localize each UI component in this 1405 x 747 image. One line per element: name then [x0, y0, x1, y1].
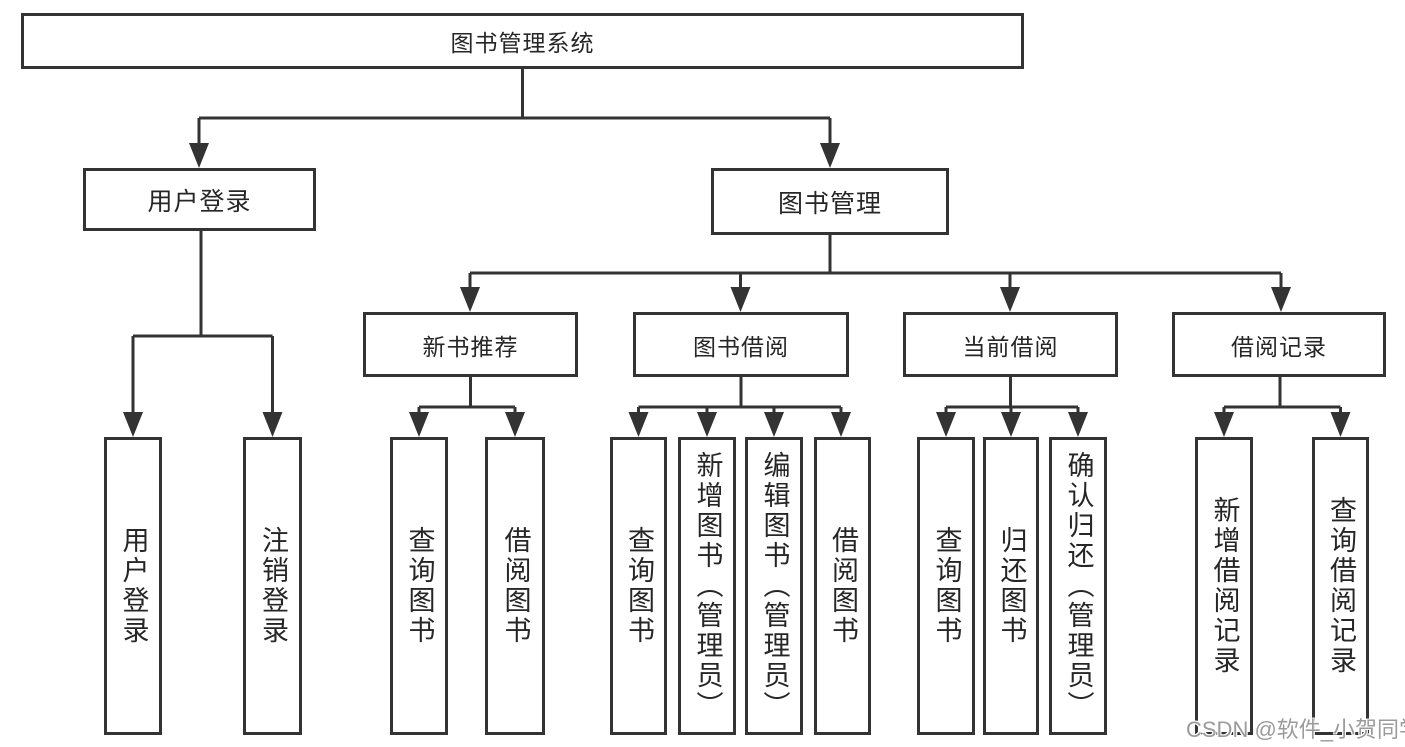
arrowhead-icon: [262, 412, 283, 437]
arrowhead-icon: [628, 412, 649, 437]
leaf-add-book-admin: 新增图书（管理员）: [678, 437, 736, 735]
leaf-return-books: 归还图书: [983, 437, 1039, 735]
leaf-logout-label: 注销登录: [258, 526, 288, 646]
arrowhead-icon: [697, 412, 717, 437]
arrowhead-icon: [1068, 412, 1088, 437]
leaf-borrow-books-recommend-label: 借阅图书: [500, 526, 531, 646]
arrowhead-icon: [730, 287, 751, 312]
node-current-borrowing: 当前借阅: [903, 312, 1118, 377]
node-root: 图书管理系统: [21, 13, 1024, 69]
leaf-return-books-label: 归还图书: [996, 526, 1027, 646]
connector-user-login-to-leaves: [131, 231, 274, 416]
leaf-query-books-borrowing-label: 查询图书: [624, 526, 654, 646]
node-current-borrowing-label: 当前借阅: [962, 333, 1059, 360]
node-book-borrowing-label: 图书借阅: [693, 333, 789, 360]
connector-borrowing-records-group: [1222, 377, 1342, 416]
arrowhead-icon: [1000, 287, 1020, 312]
connector-new-book-group: [417, 377, 517, 416]
arrowhead-icon: [189, 143, 209, 168]
arrowhead-icon: [1214, 412, 1234, 437]
leaf-confirm-return-admin: 确认归还（管理员）: [1049, 437, 1107, 735]
arrowhead-icon: [1271, 287, 1291, 312]
arrowhead-icon: [831, 412, 851, 437]
leaf-add-borrow-record-label: 新增借阅记录: [1209, 496, 1240, 676]
arrowhead-icon: [460, 287, 480, 312]
arrowhead-icon: [764, 412, 784, 437]
leaf-borrow-books-borrowing-label: 借阅图书: [828, 526, 858, 646]
arrowhead-icon: [936, 412, 956, 437]
leaf-query-books-recommend: 查询图书: [390, 437, 448, 735]
leaf-confirm-return-admin-label: 确认归还（管理员）: [1063, 451, 1094, 721]
connector-current-borrowing-group: [944, 377, 1080, 416]
arrowhead-icon: [409, 412, 429, 437]
node-book-borrowing: 图书借阅: [633, 312, 849, 377]
arrowhead-icon: [1001, 412, 1021, 437]
node-root-label: 图书管理系统: [450, 30, 595, 56]
leaf-add-borrow-record: 新增借阅记录: [1195, 437, 1253, 735]
node-new-book-recommendation-label: 新书推荐: [422, 333, 519, 360]
arrowhead-icon: [820, 143, 840, 168]
leaf-query-books-recommend-label: 查询图书: [404, 526, 435, 646]
leaf-query-books-current-label: 查询图书: [931, 526, 962, 646]
node-user-login-label: 用户登录: [147, 187, 252, 216]
node-borrowing-records-label: 借阅记录: [1231, 333, 1327, 360]
connector-book-mgmt-to-groups: [468, 235, 1283, 291]
leaf-user-login: 用户登录: [104, 437, 162, 735]
leaf-query-books-borrowing: 查询图书: [610, 437, 667, 735]
leaf-add-book-admin-label: 新增图书（管理员）: [692, 451, 723, 721]
node-new-book-recommendation: 新书推荐: [363, 312, 578, 377]
arrowhead-icon: [1330, 412, 1351, 437]
node-user-login: 用户登录: [83, 168, 316, 231]
leaf-edit-book-admin-label: 编辑图书（管理员）: [759, 451, 790, 721]
csdn-watermark: CSDN @软件_小贺同学: [1186, 717, 1405, 742]
leaf-user-login-label: 用户登录: [118, 526, 149, 646]
leaf-query-books-current: 查询图书: [917, 437, 975, 735]
leaf-logout: 注销登录: [243, 437, 302, 735]
node-borrowing-records: 借阅记录: [1172, 312, 1386, 377]
node-book-management-label: 图书管理: [777, 189, 882, 218]
leaf-query-borrow-record: 查询借阅记录: [1312, 437, 1369, 735]
connector-root-to-level2: [197, 69, 832, 147]
leaf-borrow-books-recommend: 借阅图书: [485, 437, 545, 735]
node-book-management: 图书管理: [711, 168, 949, 235]
connector-book-borrowing-group: [637, 377, 843, 416]
leaf-borrow-books-borrowing: 借阅图书: [814, 437, 871, 735]
arrowhead-icon: [505, 412, 525, 437]
leaf-query-borrow-record-label: 查询借阅记录: [1326, 496, 1356, 676]
arrowhead-icon: [123, 412, 143, 437]
leaf-edit-book-admin: 编辑图书（管理员）: [745, 437, 803, 735]
